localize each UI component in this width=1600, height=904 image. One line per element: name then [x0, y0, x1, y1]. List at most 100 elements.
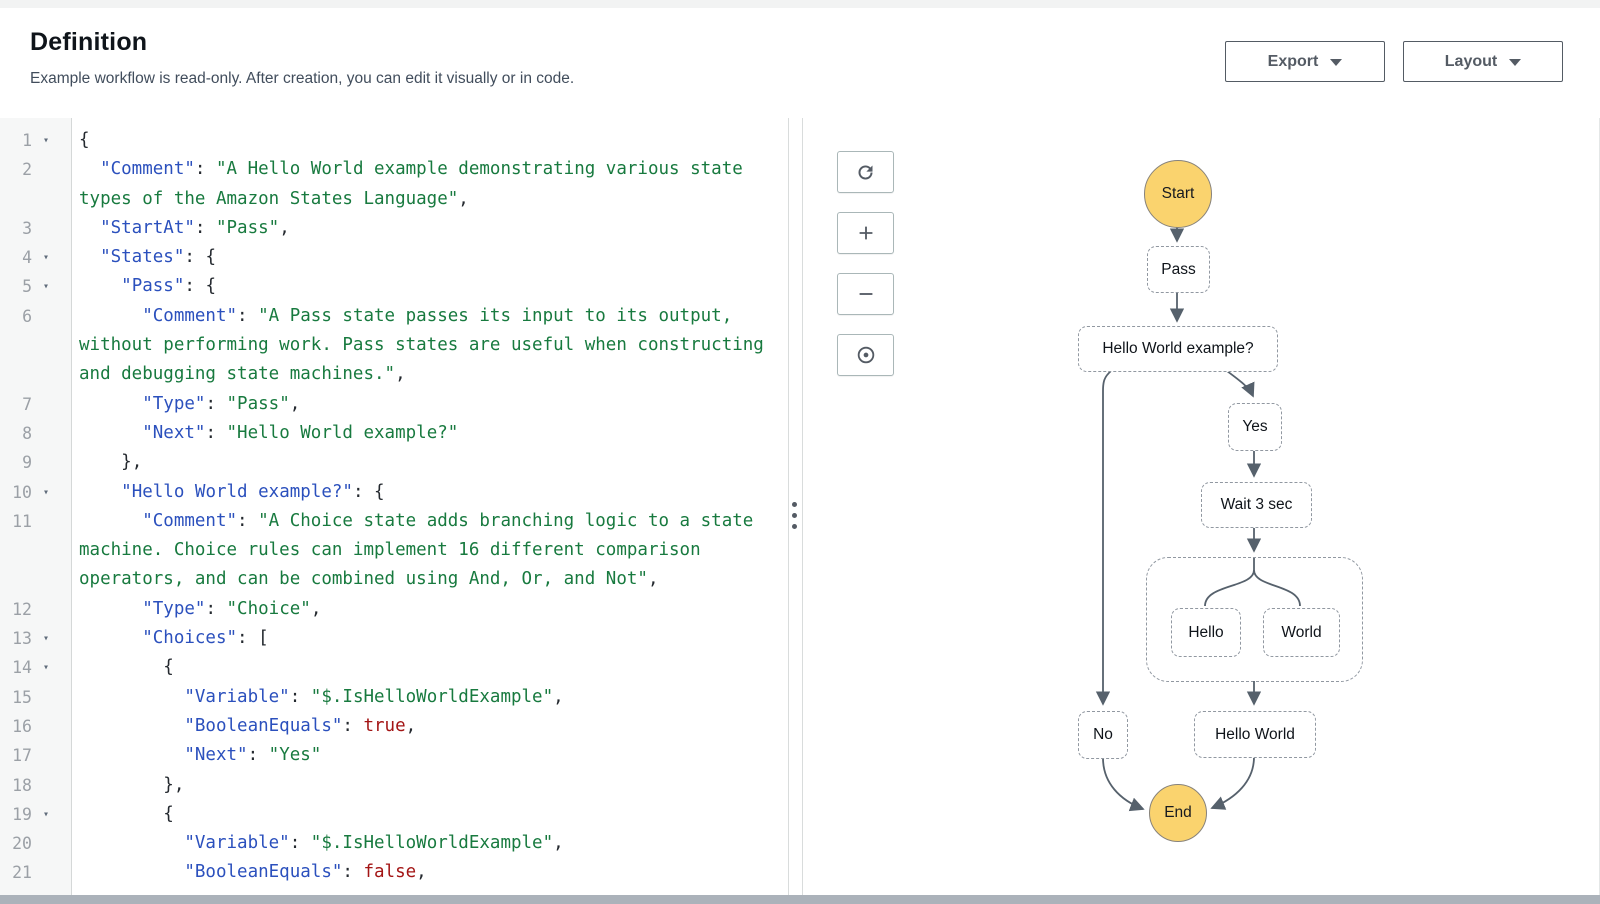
fold-toggle-icon[interactable]: ▾: [42, 633, 50, 645]
header-actions: Export Layout: [1225, 41, 1563, 82]
state-node-pass[interactable]: Pass: [1147, 246, 1210, 293]
fold-toggle-icon[interactable]: ▾: [42, 135, 50, 146]
line-number: 6: [22, 306, 32, 326]
fold-spacer: [32, 155, 60, 184]
layout-button[interactable]: Layout: [1403, 41, 1563, 82]
layout-button-label: Layout: [1444, 52, 1498, 70]
line-number: 15: [12, 687, 32, 707]
code-line: 6 "Comment": "A Pass state passes its in…: [0, 302, 788, 390]
code-text: "Type": "Pass",: [142, 393, 301, 414]
code-line: 20 "Variable": "$.IsHelloWorldExample",: [0, 829, 788, 858]
code-text: "StartAt": "Pass",: [100, 217, 290, 238]
code-text: {: [79, 130, 90, 150]
line-gutter: 2: [0, 155, 72, 184]
line-number: 17: [12, 746, 32, 766]
state-node-world[interactable]: World: [1263, 608, 1340, 657]
fold-toggle-icon[interactable]: ▾: [42, 808, 50, 820]
fold-spacer: [32, 595, 60, 624]
code-line: 5▾ "Pass": {: [0, 272, 788, 301]
line-number: 4: [22, 248, 32, 268]
line-number: 18: [12, 775, 32, 795]
code-line: 8 "Next": "Hello World example?": [0, 419, 788, 448]
state-node-choice[interactable]: Hello World example?: [1078, 326, 1278, 372]
zoom-in-icon: [859, 226, 872, 240]
line-gutter: 6: [0, 302, 72, 331]
code-text: },: [79, 774, 185, 795]
state-node-hello-world[interactable]: Hello World: [1194, 711, 1316, 758]
fold-spacer: [32, 829, 60, 858]
line-number: 21: [12, 863, 32, 883]
fold-spacer: [32, 419, 60, 448]
code-editor[interactable]: 1 ▾ {2 "Comment": "A Hello World example d…: [0, 118, 789, 895]
line-number: 13: [12, 629, 32, 649]
zoom-in-button[interactable]: [837, 212, 894, 254]
fold-spacer: [32, 771, 60, 800]
line-gutter: 21: [0, 858, 72, 887]
code-text: "Comment": "A Hello World example demons…: [79, 159, 754, 209]
line-number: 7: [22, 394, 32, 414]
code-text: "Pass": {: [121, 276, 216, 297]
line-gutter: 19 ▾: [0, 800, 72, 829]
code-lines: 1 ▾ {2 "Comment": "A Hello World example d…: [0, 126, 788, 888]
line-number: 1: [22, 131, 32, 150]
horizontal-scrollbar[interactable]: [0, 895, 1600, 904]
line-gutter: 4▾: [0, 243, 72, 272]
window-top-strip: [0, 0, 1600, 8]
fold-spacer: [32, 507, 60, 536]
code-text: "Choices": [: [142, 628, 269, 649]
fold-spacer: [32, 683, 60, 712]
code-text: "Next": "Yes": [184, 745, 322, 766]
fold-toggle-icon[interactable]: ▾: [42, 486, 50, 498]
editor-gutter: [0, 118, 72, 895]
line-number: 12: [12, 599, 32, 619]
state-node-hello[interactable]: Hello: [1171, 608, 1241, 657]
code-line: 13 ▾ "Choices": [: [0, 624, 788, 653]
start-node: Start: [1144, 160, 1212, 228]
code-line: 12 "Type": "Choice",: [0, 595, 788, 624]
line-number: 9: [22, 453, 32, 473]
line-gutter: 11: [0, 507, 72, 536]
fold-spacer: [32, 712, 60, 741]
code-text: "Comment": "A Pass state passes its inpu…: [79, 305, 775, 385]
code-text: "Hello World example?": {: [121, 481, 385, 502]
fold-spacer: [32, 858, 60, 887]
line-gutter: 9: [0, 448, 72, 477]
state-node-yes[interactable]: Yes: [1228, 403, 1282, 451]
state-node-no[interactable]: No: [1078, 711, 1128, 759]
code-text: {: [79, 657, 174, 678]
code-line: 4▾ "States": {: [0, 243, 788, 272]
export-button[interactable]: Export: [1225, 41, 1385, 82]
zoom-out-button[interactable]: [837, 273, 894, 315]
line-gutter: 13 ▾: [0, 624, 72, 653]
fold-toggle-icon[interactable]: ▾: [42, 281, 50, 293]
page-title: Definition: [30, 28, 148, 56]
fold-spacer: [32, 390, 60, 419]
line-number: 20: [12, 834, 32, 854]
refresh-icon: [858, 165, 873, 179]
page-subtitle: Example workflow is read-only. After cre…: [30, 70, 575, 87]
code-text: "Type": "Choice",: [142, 598, 322, 619]
fold-toggle-icon[interactable]: ▾: [42, 662, 50, 674]
center-view-button[interactable]: [837, 334, 894, 376]
line-number: 10: [12, 482, 32, 502]
code-line: 10 ▾ "Hello World example?": {: [0, 478, 788, 507]
state-node-wait[interactable]: Wait 3 sec: [1201, 482, 1312, 528]
line-gutter: 10 ▾: [0, 478, 72, 507]
code-line: 3 "StartAt": "Pass",: [0, 214, 788, 243]
fold-spacer: [32, 302, 60, 331]
code-text: {: [79, 803, 174, 824]
line-gutter: 5▾: [0, 272, 72, 301]
code-line: 19 ▾ {: [0, 800, 788, 829]
fold-toggle-icon[interactable]: ▾: [42, 252, 50, 264]
pane-resize-handle[interactable]: [789, 118, 802, 895]
line-number: 19: [12, 804, 32, 824]
code-text: "Variable": "$.IsHelloWorldExample",: [184, 686, 564, 707]
line-gutter: 16: [0, 712, 72, 741]
refresh-button[interactable]: [837, 151, 894, 193]
workflow-graph-pane[interactable]: Start Pass Hello World example? Yes Wait…: [802, 118, 1600, 895]
code-line: 17 "Next": "Yes": [0, 741, 788, 770]
code-text: "Next": "Hello World example?": [142, 422, 459, 443]
line-gutter: 15: [0, 683, 72, 712]
code-line: 15 "Variable": "$.IsHelloWorldExample",: [0, 683, 788, 712]
fold-spacer: [32, 741, 60, 770]
